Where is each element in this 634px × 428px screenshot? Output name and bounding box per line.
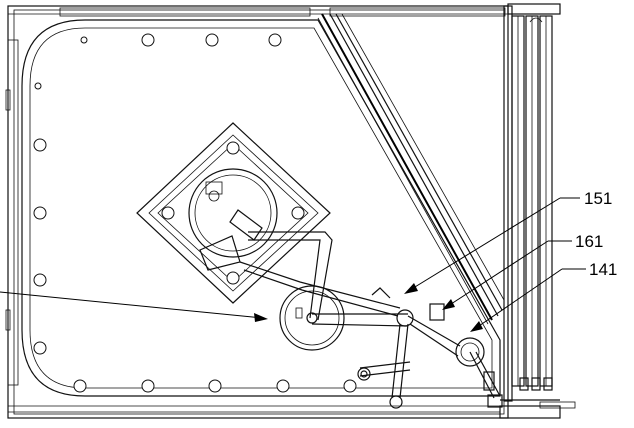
bolt-holes xyxy=(33,33,357,393)
right-frame xyxy=(499,3,576,419)
vent-housing xyxy=(136,122,331,304)
leader-lines xyxy=(0,197,586,332)
ref-label-151: 151 xyxy=(584,189,612,208)
linkage-arms xyxy=(239,231,503,409)
ref-label-141: 141 xyxy=(589,260,617,279)
ref-label-161: 161 xyxy=(575,232,603,251)
outer-frame xyxy=(5,5,509,419)
door-panel xyxy=(21,19,501,397)
diagonal-sash xyxy=(317,13,505,325)
